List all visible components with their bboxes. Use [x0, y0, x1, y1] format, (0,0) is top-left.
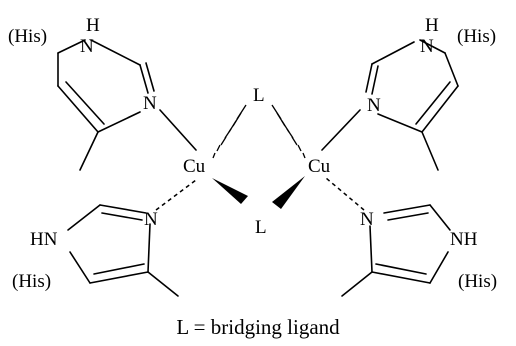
- atom-n-top-left-nh: N: [80, 36, 94, 57]
- caption: L = bridging ligand: [176, 315, 340, 339]
- imidazole-bottom-right: [325, 177, 451, 297]
- his-label-bottom-right: (His): [458, 271, 497, 292]
- atom-hn-bottom-left: HN: [30, 229, 58, 250]
- bridge-bottom-wedge-bonds: [212, 176, 305, 209]
- atom-l-bottom: L: [255, 217, 267, 238]
- atom-n-top-right-nh: N: [420, 36, 434, 57]
- imidazole-top-right: [321, 39, 459, 171]
- imidazole-top-left: [57, 39, 197, 171]
- imidazole-bottom-left: [67, 179, 197, 297]
- atom-n-top-left: N: [143, 93, 157, 114]
- his-label-bottom-left: (His): [12, 271, 51, 292]
- atom-cu-left: Cu: [183, 156, 206, 177]
- atom-n-bottom-left: N: [144, 209, 158, 230]
- bridge-top-hashed-bonds: [212, 104, 306, 159]
- atom-nh-bottom-right: NH: [450, 229, 478, 250]
- atom-h-top-left: H: [86, 15, 100, 36]
- atom-n-bottom-right: N: [360, 209, 374, 230]
- his-label-top-left: (His): [8, 26, 47, 47]
- atom-h-top-right: H: [425, 15, 439, 36]
- atom-cu-right: Cu: [308, 156, 331, 177]
- atom-n-top-right: N: [367, 95, 381, 116]
- his-label-top-right: (His): [457, 26, 496, 47]
- atom-l-top: L: [253, 85, 265, 106]
